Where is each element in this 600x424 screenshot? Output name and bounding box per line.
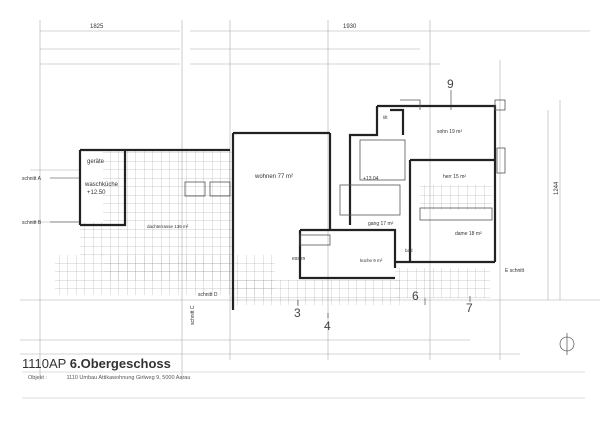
terrace-tiles xyxy=(55,150,492,305)
room-geraete: geräte xyxy=(87,159,105,165)
room-wohnen: wohnen 77 m² xyxy=(254,174,293,180)
walls xyxy=(78,104,497,310)
room-herr: herr 15 m² xyxy=(443,174,466,180)
section-e: E schnitt xyxy=(505,268,525,274)
object-label: Objekt : xyxy=(28,375,47,381)
drawing-title: 1110AP 6.Obergeschoss xyxy=(22,356,171,371)
room-dachterrasse: dachterrasse 136 m² xyxy=(147,224,189,229)
marker-4: 4 xyxy=(324,319,331,333)
marker-3: 3 xyxy=(294,306,301,320)
room-dame: dame 18 m² xyxy=(455,231,482,237)
room-waschkueche: waschküche xyxy=(84,182,119,188)
dim-left-total: 1825 xyxy=(90,24,104,30)
marker-9: 9 xyxy=(447,77,454,91)
room-lift: lift xyxy=(383,115,388,120)
dim-right-total: 1930 xyxy=(343,24,357,30)
section-a: schnitt A xyxy=(22,176,42,182)
section-c: schnitt C xyxy=(190,305,196,325)
room-essen: essen xyxy=(292,256,306,262)
marker-7: 7 xyxy=(466,301,473,315)
marker-6: 6 xyxy=(412,289,419,303)
object-value: 1110 Umbau Attikawohnung Girlweg 9, 5000… xyxy=(66,375,191,381)
object-info: Objekt : 1110 Umbau Attikawohnung Girlwe… xyxy=(28,375,208,381)
level-waschkueche: +12.50 xyxy=(87,190,106,196)
room-kueche: küche 9 m² xyxy=(360,258,383,263)
room-bad: bad xyxy=(405,248,413,253)
room-sohn: sohn 19 m² xyxy=(437,129,462,135)
dim-vertical-total: 1244 xyxy=(554,181,560,195)
interior-lines xyxy=(184,99,506,246)
section-lines xyxy=(50,90,575,355)
drawing-code: 1110AP xyxy=(22,356,67,371)
section-d: schnitt D xyxy=(198,292,218,298)
section-b: schnitt B xyxy=(22,220,42,226)
floor-name: 6.Obergeschoss xyxy=(69,356,171,371)
room-gang: gang 17 m² xyxy=(368,221,394,227)
level-13-04: +13.04 xyxy=(363,176,379,182)
